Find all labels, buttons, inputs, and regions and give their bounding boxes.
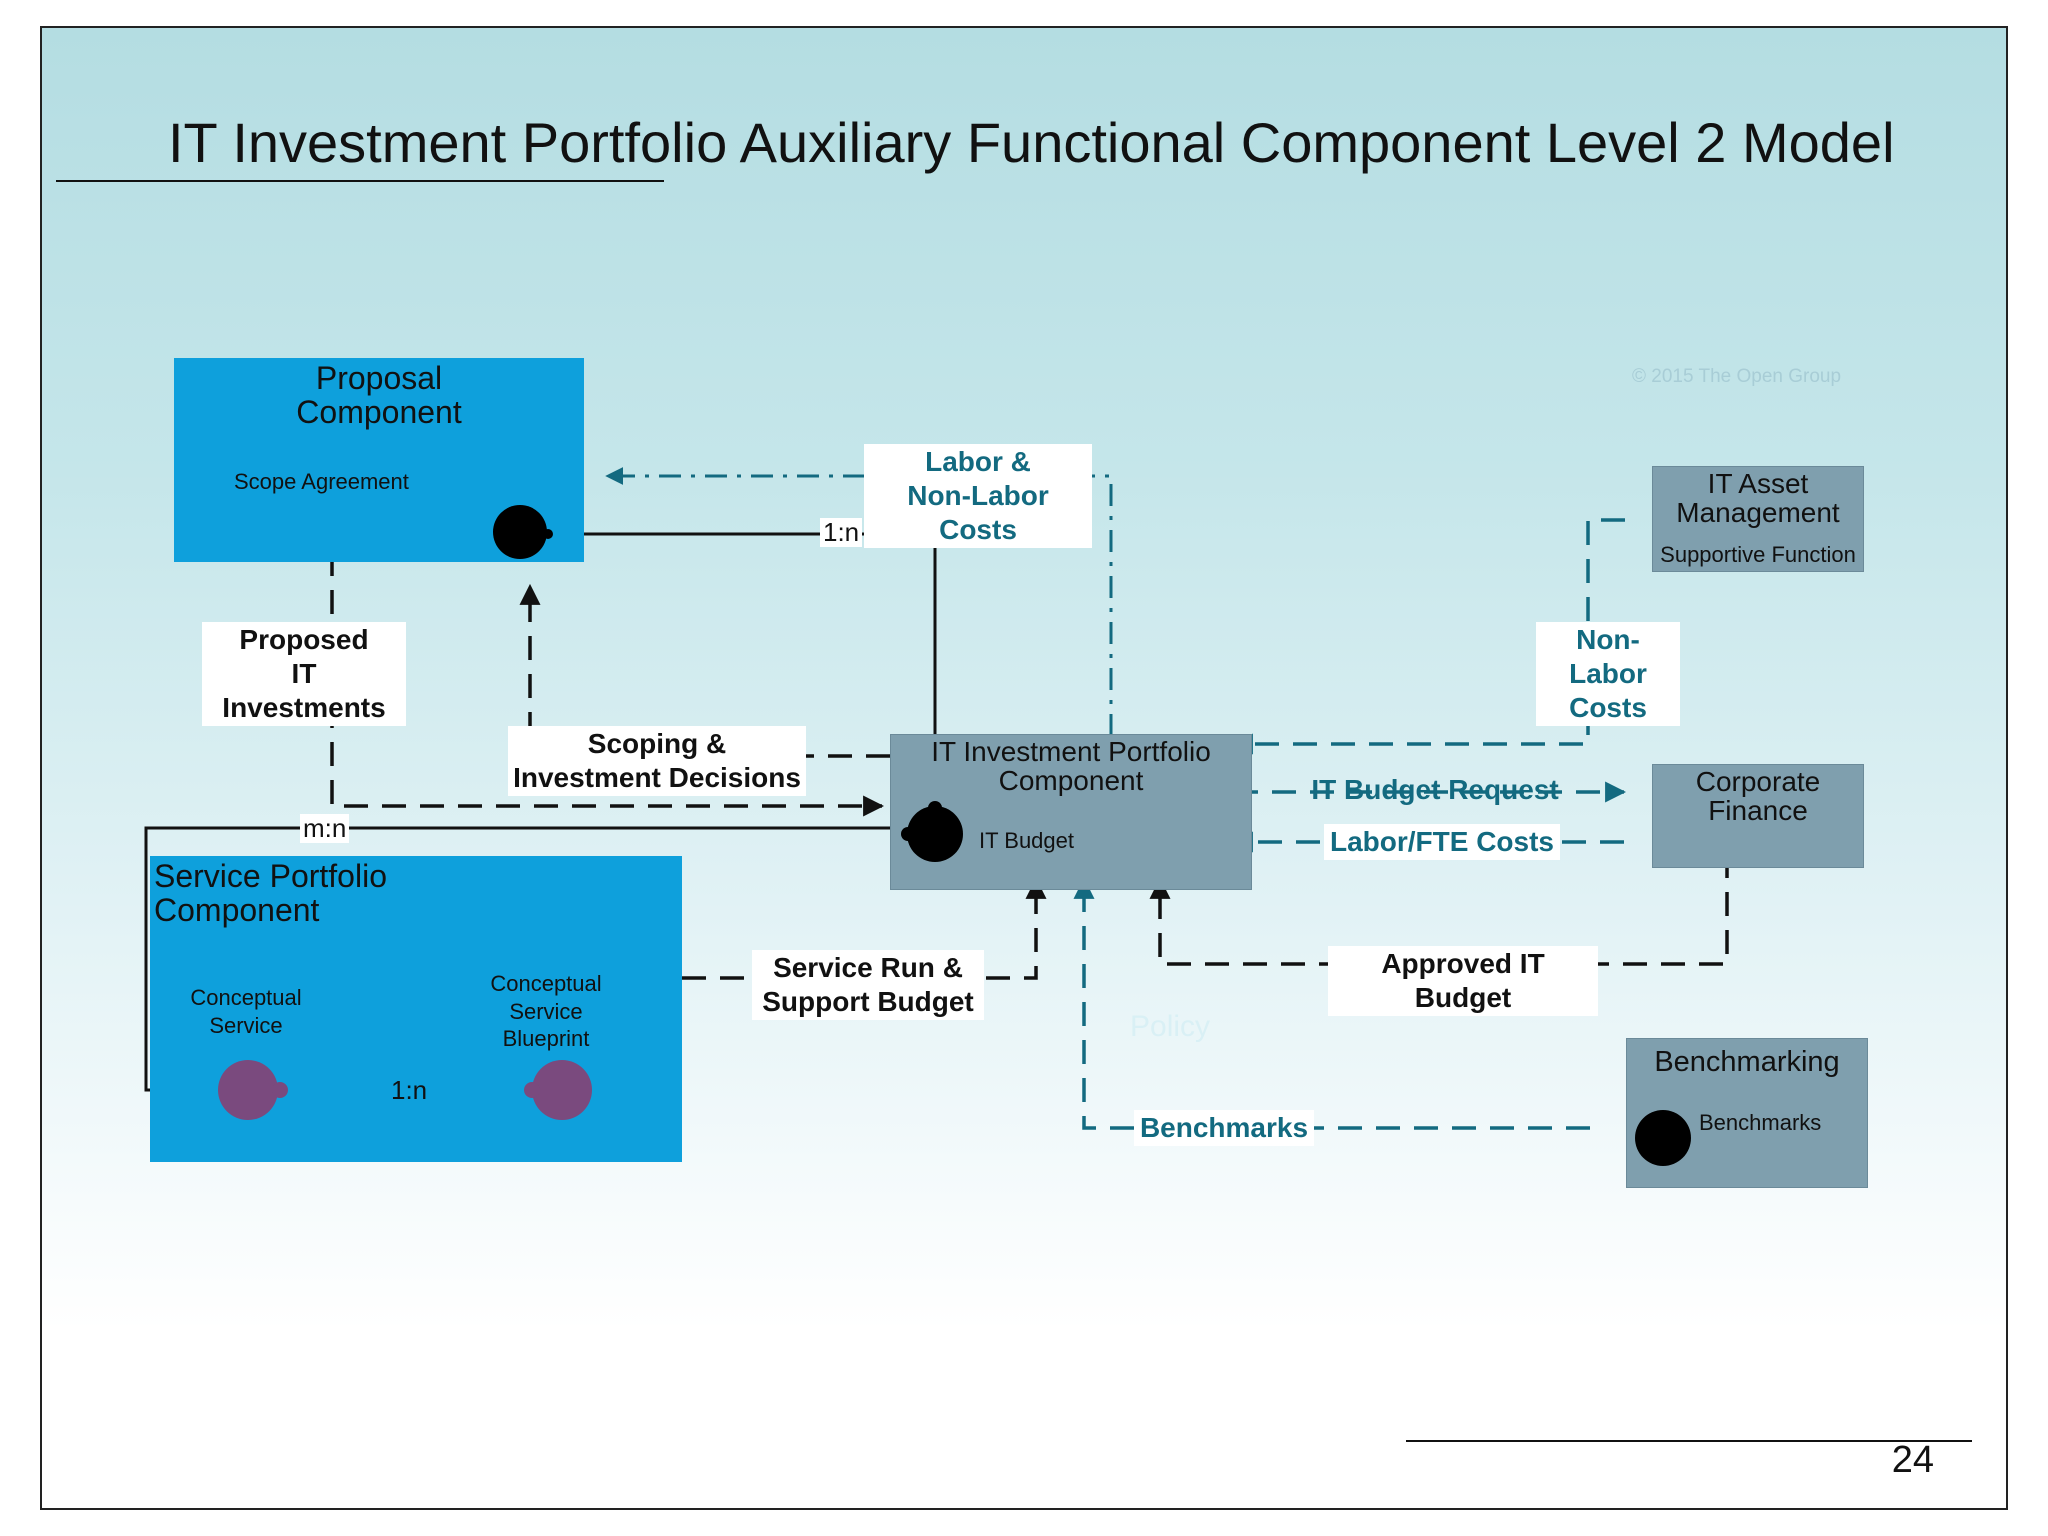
labor-nonlabor-costs-label: Labor & Non-Labor Costs — [864, 444, 1092, 549]
it-asset-management-function: IT Asset Management Supportive Function — [1652, 466, 1864, 572]
it-budget-request-label: IT Budget Request — [1311, 774, 1559, 805]
benchmarks-flow-label: Benchmarks — [1134, 1110, 1314, 1147]
it-budget-port-top — [928, 801, 942, 815]
it-budget-port-left — [901, 827, 915, 841]
scope-agreement-object — [493, 505, 547, 559]
conceptual-service-blueprint-port — [524, 1082, 540, 1098]
approved-it-budget-label: Approved IT Budget — [1328, 946, 1598, 1017]
corporate-finance-title: Corporate Finance — [1695, 766, 1821, 827]
cardinality-service-to-blueprint: 1:n — [388, 1076, 431, 1105]
corporate-finance-function: Corporate Finance — [1652, 764, 1864, 868]
proposal-component-title: Proposal Component — [296, 360, 462, 430]
service-run-support-budget-label: Service Run & Support Budget — [752, 950, 984, 1021]
data-object-markers — [218, 505, 1691, 1166]
scoping-investment-decisions-label: Scoping & Investment Decisions — [508, 726, 806, 797]
conceptual-service-object — [218, 1060, 278, 1120]
flow-benchmarks — [1073, 877, 1590, 1130]
slide-title: IT Investment Portfolio Auxiliary Functi… — [168, 111, 1895, 174]
it-investment-portfolio-title: IT Investment Portfolio Component — [931, 736, 1211, 797]
proposed-it-investments-label: Proposed IT Investments — [202, 622, 406, 727]
proposal-component: Proposal Component Scope Agreement — [174, 358, 584, 562]
supportive-function-label: Supportive Function — [1660, 542, 1856, 567]
flow-nonlabor-costs — [1231, 518, 1625, 755]
conceptual-service-port — [272, 1082, 288, 1098]
scope-agreement-port — [543, 529, 553, 539]
conceptual-service-label: Conceptual Service — [190, 985, 302, 1038]
labor-fte-costs-label: Labor/FTE Costs — [1324, 824, 1560, 861]
cardinality-service-to-budget: m:n — [300, 814, 350, 843]
slide: IT Investment Portfolio Auxiliary Functi… — [40, 26, 2008, 1510]
benchmarks-object-label: Benchmarks — [1699, 1110, 1822, 1135]
nonlabor-costs-label: Non-Labor Costs — [1536, 622, 1680, 727]
cardinality-scope-to-budget: 1:n — [820, 518, 863, 547]
page-number: 24 — [1891, 1439, 1934, 1481]
footer-rule — [1406, 1440, 1972, 1442]
copyright-text: © 2015 The Open Group — [1632, 366, 1842, 387]
scope-agreement-label: Scope Agreement — [234, 469, 409, 494]
conceptual-service-blueprint-object — [532, 1060, 592, 1120]
it-budget-object — [907, 806, 963, 862]
background-policy-text: Policy — [1130, 1010, 1211, 1043]
benchmarking-title: Benchmarking — [1654, 1046, 1840, 1078]
benchmarks-object — [1635, 1110, 1691, 1166]
it-budget-label: IT Budget — [979, 828, 1074, 853]
conceptual-service-blueprint-label: Conceptual Service Blueprint — [490, 971, 602, 1051]
title-underline — [56, 180, 664, 182]
it-asset-management-title: IT Asset Management — [1676, 468, 1840, 529]
service-portfolio-component-title: Service Portfolio Component — [154, 858, 387, 928]
flow-proposed-it-investments — [330, 514, 885, 817]
